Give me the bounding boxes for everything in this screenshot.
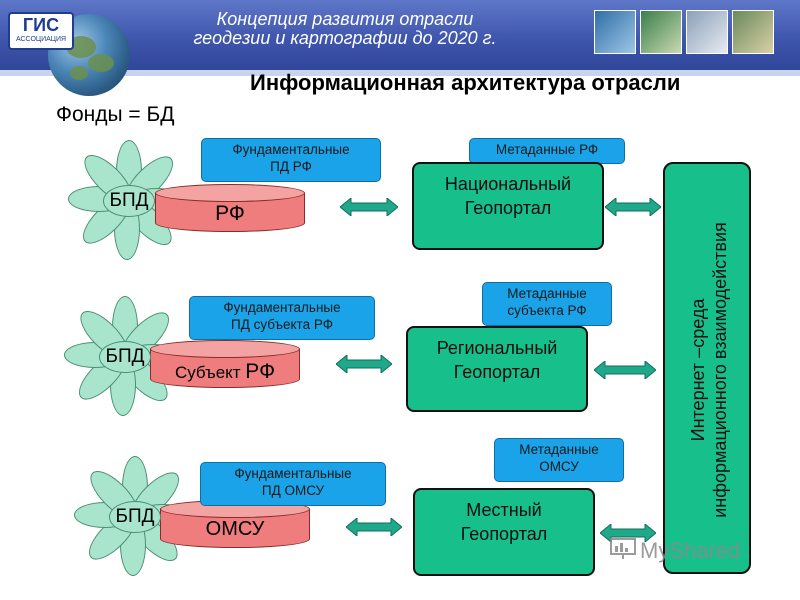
portal-line: Геопортал: [460, 524, 548, 544]
database-label: Субъект РФ: [150, 360, 300, 384]
meta-box-line: Метаданные РФ: [495, 142, 599, 157]
portal-local: Местный Геопортал: [413, 488, 595, 576]
meta-box-line: ОМСУ: [539, 459, 579, 474]
header-stripe: [0, 70, 800, 76]
fund-box-line: Фундаментальные: [232, 142, 350, 157]
fund-box-line: ПД субъекта РФ: [231, 317, 333, 332]
double-arrow-icon: [336, 355, 392, 373]
meta-box-omsu: Метаданные ОМСУ: [494, 438, 624, 482]
database-cylinder-omsu: ОМСУ: [160, 500, 310, 550]
flower-center-label: БПД: [103, 185, 155, 217]
logo-subtext: АССОЦИАЦИЯ: [15, 36, 67, 43]
meta-box-line: Метаданные: [519, 442, 599, 457]
double-arrow-icon: [605, 198, 661, 216]
fund-box-line: ПД РФ: [270, 159, 312, 174]
surveying-thumbnail-icon: [640, 10, 682, 54]
fund-box-line: ПД ОМСУ: [261, 483, 325, 498]
fund-box-subject: Фундаментальные ПД субъекта РФ: [189, 296, 375, 340]
database-label-suffix: РФ: [245, 360, 276, 383]
fund-box-line: Фундаментальные: [234, 466, 352, 481]
watermark-text: MyShared: [640, 538, 741, 563]
terrain-thumbnail-icon: [732, 10, 774, 54]
meta-box-subject: Метаданные субъекта РФ: [482, 282, 612, 326]
database-cylinder-rf: РФ: [155, 184, 305, 234]
portal-line: Региональный: [436, 338, 558, 358]
portal-line: Национальный: [444, 174, 572, 194]
buildings-thumbnail-icon: [686, 10, 728, 54]
funds-label: Фонды = БД: [56, 103, 175, 126]
header-title-line1: Концепция развития отрасли: [216, 9, 474, 29]
double-arrow-icon: [340, 198, 398, 216]
double-arrow-icon: [346, 518, 402, 536]
presentation-icon: [610, 538, 636, 566]
fund-box-rf: Фундаментальные ПД РФ: [201, 138, 381, 182]
internet-environment-text: Интернет –среда информационного взаимоде…: [687, 170, 731, 570]
flower-center-label: БПД: [99, 341, 151, 373]
meta-box-line: субъекта РФ: [507, 303, 587, 318]
portal-regional: Региональный Геопортал: [406, 326, 588, 412]
portal-national: Национальный Геопортал: [412, 162, 604, 250]
database-label: РФ: [215, 202, 245, 225]
portal-line: Местный: [466, 500, 542, 520]
database-label: ОМСУ: [205, 518, 265, 540]
header-title-line2: геодезии и картографии до 2020 г.: [193, 28, 497, 48]
fund-box-omsu: Фундаментальные ПД ОМСУ: [200, 462, 386, 506]
page-title: Информационная архитектура отрасли: [250, 70, 681, 95]
meta-box-line: Метаданные: [507, 286, 587, 301]
header-title: Концепция развития отрасли геодезии и ка…: [180, 10, 510, 48]
portal-line: Геопортал: [464, 198, 552, 218]
logo-text: ГИС: [22, 15, 60, 35]
meta-box-rf: Метаданные РФ: [469, 138, 625, 164]
double-arrow-icon: [594, 361, 656, 379]
internet-text-line: информационного взаимодействия: [710, 222, 730, 518]
watermark: MyShared: [610, 538, 740, 566]
portal-line: Геопортал: [453, 362, 541, 382]
gis-association-logo: ГИС АССОЦИАЦИЯ: [8, 12, 74, 50]
database-cylinder-subject: Субъект РФ: [150, 340, 300, 390]
internet-text-line: Интернет –среда: [688, 298, 708, 442]
database-label-prefix: Субъект: [174, 363, 246, 382]
flower-center-label: БПД: [109, 501, 161, 533]
internet-environment-box: Интернет –среда информационного взаимоде…: [663, 162, 751, 574]
fund-box-line: Фундаментальные: [223, 300, 341, 315]
map-thumbnail-icon: [594, 10, 636, 54]
globe-icon: [48, 14, 130, 96]
